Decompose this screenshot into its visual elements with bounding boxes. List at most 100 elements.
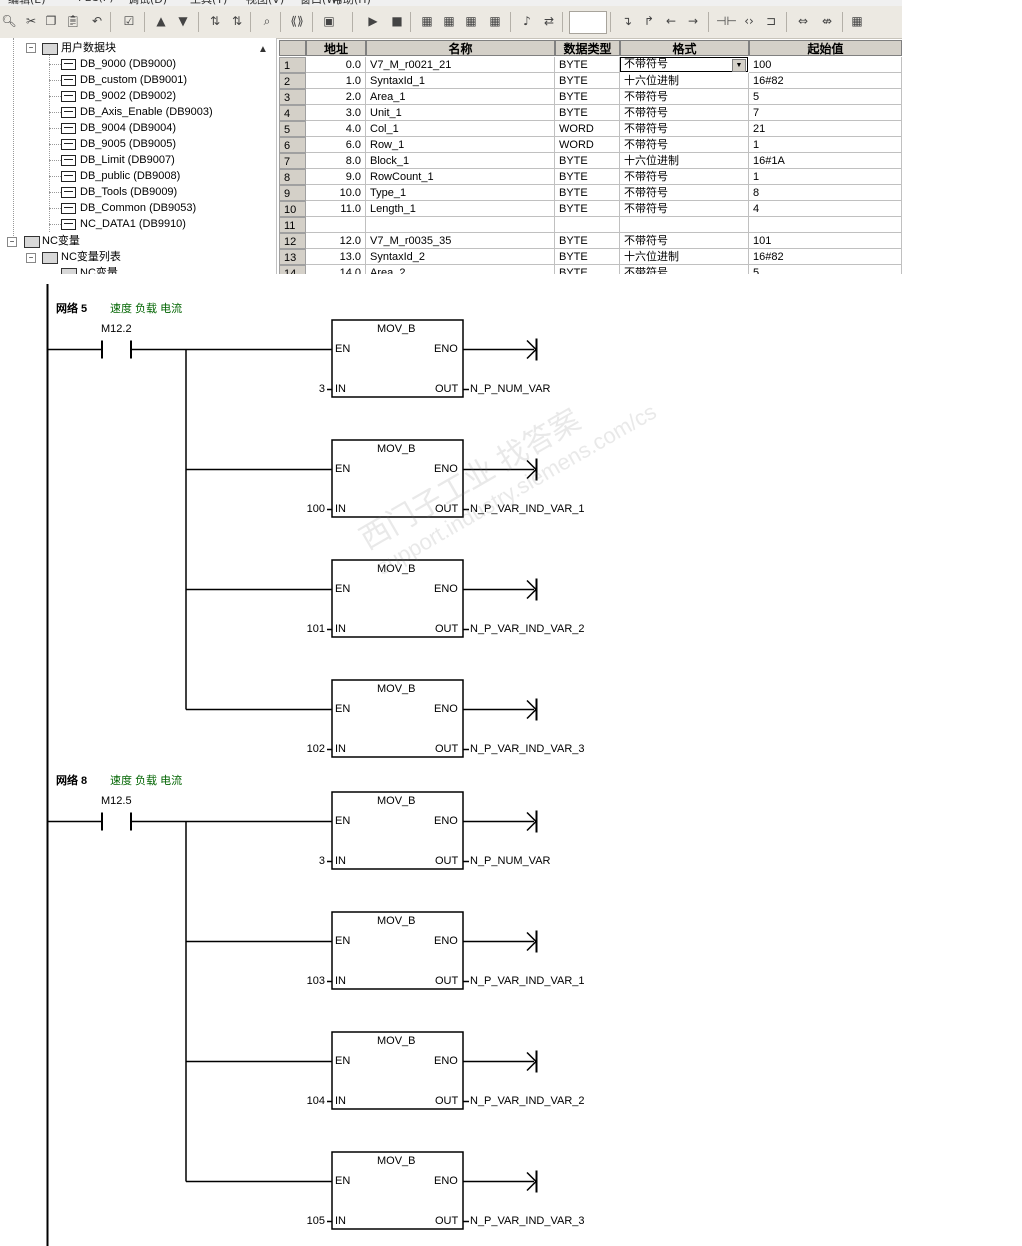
name-cell[interactable]: Area_1	[366, 89, 555, 105]
name-cell[interactable]: Block_1	[366, 153, 555, 169]
initial-value-cell[interactable]: 8	[749, 185, 902, 201]
symbol-table-icon[interactable]: ⟪⟫	[290, 14, 304, 28]
name-cell[interactable]: Area_2	[366, 265, 555, 274]
address-cell[interactable]: 8.0	[306, 153, 366, 169]
data-type-cell[interactable]: BYTE	[555, 185, 620, 201]
name-cell[interactable]: Type_1	[366, 185, 555, 201]
tree-nc-list[interactable]: NC变量列表	[61, 251, 121, 263]
column-header[interactable]: 名称	[366, 40, 555, 56]
chart-status-icon[interactable]: ▦	[443, 14, 455, 28]
data-type-cell[interactable]: BYTE	[555, 249, 620, 265]
address-cell[interactable]: 3.0	[306, 105, 366, 121]
stop-icon[interactable]: ■	[391, 14, 403, 28]
address-cell[interactable]: 13.0	[306, 249, 366, 265]
tree-nc-group[interactable]: NC变量	[42, 235, 80, 247]
data-type-cell[interactable]: BYTE	[555, 105, 620, 121]
collapse-icon[interactable]: −	[26, 43, 36, 53]
address-cell[interactable]: 14.0	[306, 265, 366, 274]
menu-item[interactable]: 视图(V)	[246, 0, 284, 6]
name-cell[interactable]: Col_1	[366, 121, 555, 137]
format-cell[interactable]: 不带符号	[620, 233, 749, 249]
initial-value-cell[interactable]: 100	[749, 57, 902, 73]
initial-value-cell[interactable]: 16#1A	[749, 153, 902, 169]
menu-item[interactable]: 调试(D)	[128, 0, 167, 6]
format-cell[interactable]: 十六位进制	[620, 249, 749, 265]
tree-item-db[interactable]: DB_9002 (DB9002)	[80, 90, 177, 102]
data-type-cell[interactable]	[555, 217, 620, 233]
menu-item[interactable]: 帮助(H)	[332, 0, 371, 6]
address-cell[interactable]: 1.0	[306, 73, 366, 89]
data-type-cell[interactable]: BYTE	[555, 57, 620, 73]
undo-icon[interactable]: ↶	[91, 14, 103, 28]
download-icon[interactable]: ▼	[178, 14, 188, 28]
name-cell[interactable]: V7_M_r0035_35	[366, 233, 555, 249]
collapse-icon[interactable]: −	[7, 237, 17, 247]
box-icon[interactable]: ⊐	[765, 14, 777, 28]
column-header[interactable]: 起始值	[749, 40, 902, 56]
window-icon[interactable]: ▣	[323, 14, 335, 28]
data-type-cell[interactable]: BYTE	[555, 265, 620, 274]
initial-value-cell[interactable]: 101	[749, 233, 902, 249]
upload-icon[interactable]: ▲	[156, 14, 166, 28]
single-read-icon[interactable]: ♪	[523, 14, 531, 28]
tree-item-db[interactable]: DB_Tools (DB9009)	[80, 186, 178, 198]
menu-item[interactable]: 编辑(E)	[8, 0, 46, 6]
format-cell[interactable]: 不带符号	[620, 169, 749, 185]
data-type-cell[interactable]: WORD	[555, 137, 620, 153]
initial-value-cell[interactable]	[749, 217, 902, 233]
initial-value-cell[interactable]: 21	[749, 121, 902, 137]
data-type-cell[interactable]: BYTE	[555, 89, 620, 105]
contact-icon[interactable]: ⊣⊢	[716, 14, 737, 28]
data-type-cell[interactable]: BYTE	[555, 169, 620, 185]
delete-network-icon[interactable]: ⇎	[821, 14, 833, 28]
force-icon[interactable]: ▦	[489, 14, 501, 28]
line-left-icon[interactable]: ←	[665, 14, 677, 28]
menu-item[interactable]: 工具(T)	[190, 0, 227, 6]
tree-item-db[interactable]: DB_9004 (DB9004)	[80, 122, 177, 134]
address-cell[interactable]: 12.0	[306, 233, 366, 249]
copy-icon[interactable]: ❐	[45, 14, 57, 28]
print-preview-icon[interactable]: 🔍︎	[1, 14, 17, 28]
trend-icon[interactable]: ▦	[465, 14, 477, 28]
name-cell[interactable]: V7_M_r0021_21	[366, 57, 555, 73]
data-type-cell[interactable]: WORD	[555, 121, 620, 137]
column-header[interactable]: 格式	[620, 40, 749, 56]
line-right-icon[interactable]: →	[687, 14, 699, 28]
format-dropdown[interactable]: 不带符号▼	[620, 57, 748, 72]
format-cell[interactable]: 十六位进制	[620, 153, 749, 169]
toolbar-input[interactable]	[569, 11, 607, 34]
format-cell[interactable]: 不带符号	[620, 89, 749, 105]
coil-icon[interactable]: ‹›	[744, 14, 754, 28]
data-type-cell[interactable]: BYTE	[555, 73, 620, 89]
compile-icon[interactable]: ☑	[123, 14, 135, 28]
scroll-up-icon[interactable]: ▲	[258, 44, 268, 55]
data-type-cell[interactable]: BYTE	[555, 233, 620, 249]
format-cell[interactable]: 不带符号	[620, 201, 749, 217]
name-cell[interactable]: SyntaxId_1	[366, 73, 555, 89]
address-cell[interactable]: 9.0	[306, 169, 366, 185]
name-cell[interactable]: Row_1	[366, 137, 555, 153]
tree-item-db[interactable]: DB_Limit (DB9007)	[80, 154, 175, 166]
tree-item-db[interactable]: DB_public (DB9008)	[80, 170, 181, 182]
address-cell[interactable]: 6.0	[306, 137, 366, 153]
chevron-down-icon[interactable]: ▼	[732, 59, 746, 72]
sort-asc-icon[interactable]: ⇅	[209, 14, 221, 28]
table-icon[interactable]: ▦	[851, 14, 863, 28]
initial-value-cell[interactable]: 1	[749, 137, 902, 153]
data-type-cell[interactable]: BYTE	[555, 153, 620, 169]
address-cell[interactable]: 11.0	[306, 201, 366, 217]
address-cell[interactable]: 0.0	[306, 57, 366, 73]
tree-item-db[interactable]: DB_9005 (DB9005)	[80, 138, 177, 150]
format-cell[interactable]: 不带符号	[620, 185, 749, 201]
address-cell[interactable]: 10.0	[306, 185, 366, 201]
format-cell[interactable]: 不带符号	[620, 137, 749, 153]
format-cell[interactable]: 不带符号	[620, 265, 749, 274]
address-cell[interactable]	[306, 217, 366, 233]
menu-item[interactable]: 窗口(W)	[300, 0, 341, 6]
menu-item[interactable]: PLC(P)	[78, 0, 114, 4]
line-up-icon[interactable]: ↱	[643, 14, 655, 28]
column-header[interactable]: 数据类型	[555, 40, 620, 56]
initial-value-cell[interactable]: 16#82	[749, 249, 902, 265]
tree-item-db[interactable]: NC_DATA1 (DB9910)	[80, 218, 186, 230]
format-cell[interactable]: 十六位进制	[620, 73, 749, 89]
